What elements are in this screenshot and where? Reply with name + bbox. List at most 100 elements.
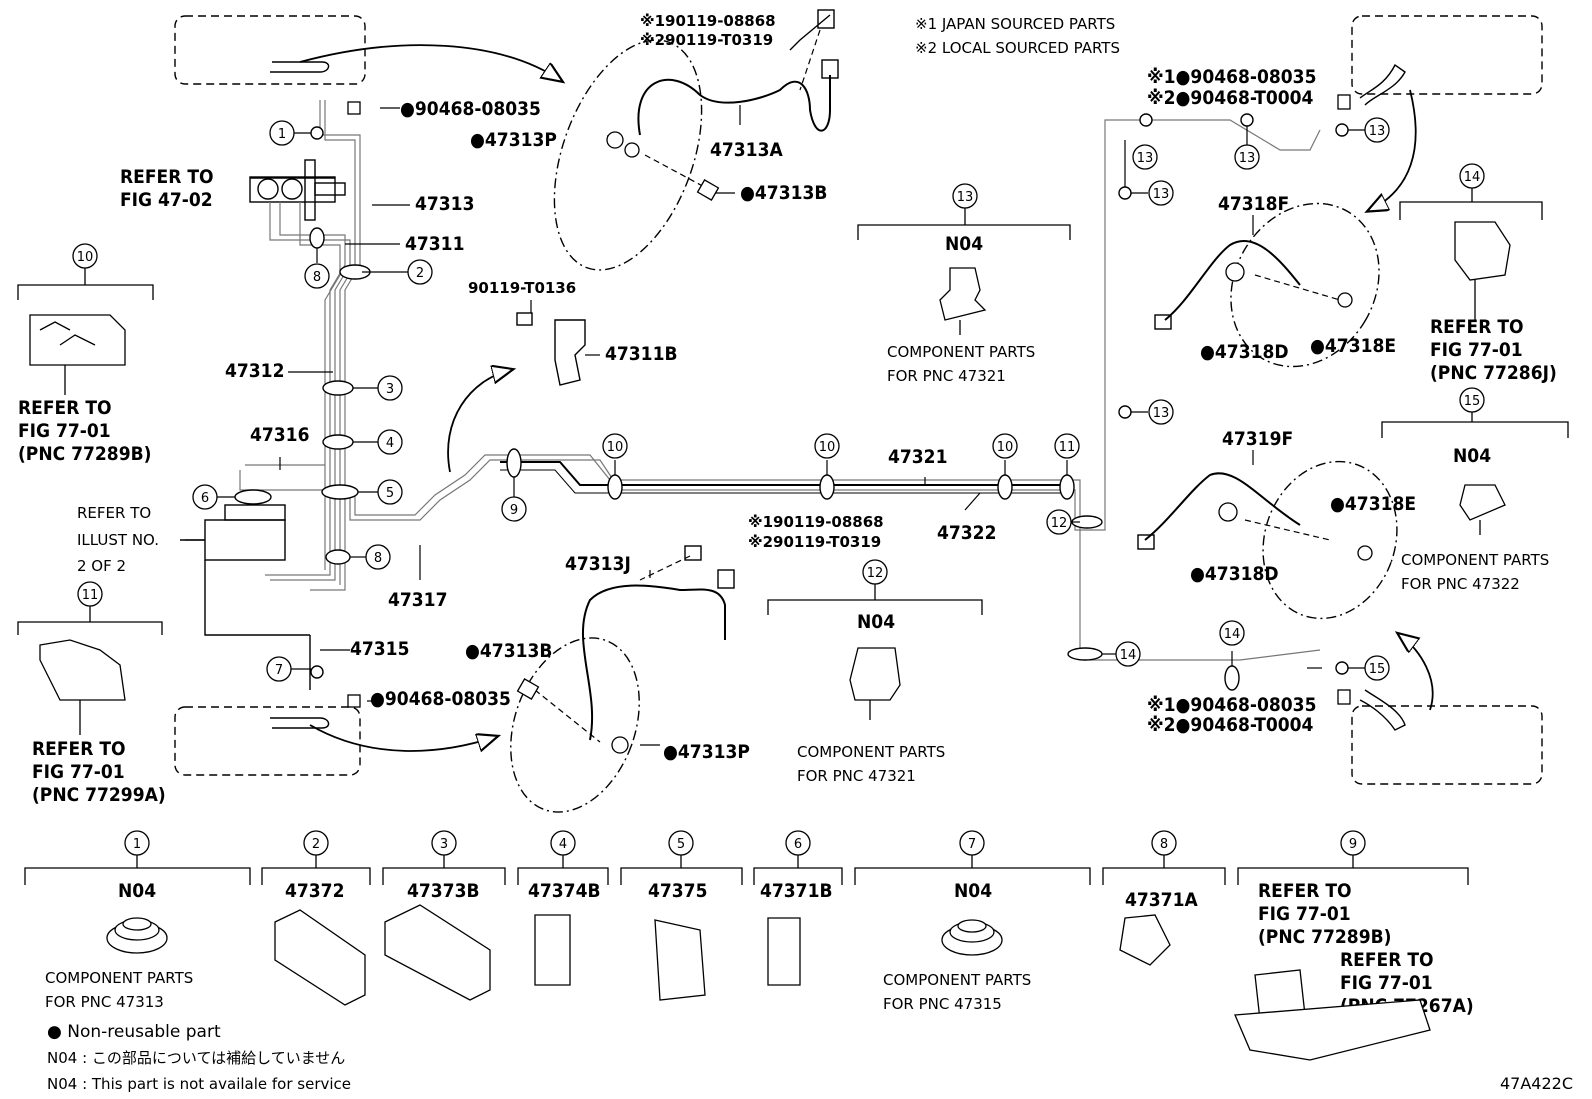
label-47318D-bottom: ●47318D (1190, 563, 1279, 585)
label-47313B-top: ●47313B (740, 182, 827, 204)
box15-code: N04 (1453, 445, 1491, 467)
tank-box-bottom-left (174, 706, 361, 776)
arrow-47311B (447, 370, 510, 473)
callout-2: 2 (416, 266, 424, 281)
callout-13e: 13 (1369, 124, 1386, 139)
box10-r3: (PNC 77289B) (18, 443, 151, 465)
bottom-8-num: 8 (1160, 837, 1168, 852)
tank-box-top-left (174, 15, 366, 85)
label-refer-illust-a: REFER TO (77, 504, 151, 522)
label-s2-90468: ※2●90468-T0004 (1147, 87, 1314, 109)
note-n04-en: N04 : This part is not availale for serv… (47, 1075, 351, 1093)
label-47311: 47311 (405, 233, 464, 255)
label-47313A: 47313A (710, 139, 783, 161)
label-47318F: 47318F (1218, 193, 1289, 215)
box12-code: N04 (857, 611, 895, 633)
callout-13d: 13 (1239, 151, 1256, 166)
box11-num: 11 (82, 588, 99, 603)
callout-10b: 10 (819, 440, 836, 455)
label-47313: 47313 (415, 193, 474, 215)
label-47313J: 47313J (565, 553, 631, 575)
label-47318E-bottom: ●47318E (1330, 493, 1416, 515)
label-refer-fig4702-a: REFER TO (120, 166, 214, 188)
detail-oval-bottom (510, 637, 640, 813)
arrow-right-bottom (1400, 635, 1434, 711)
label-s2-90468-b: ※2●90468-T0004 (1147, 714, 1314, 736)
box11-r3: (PNC 77299A) (32, 784, 166, 806)
note-n04-jp: N04 : この部品については補給していません (47, 1049, 345, 1067)
callout-10a: 10 (607, 440, 624, 455)
callout-14a: 14 (1120, 648, 1137, 663)
callout-13c: 13 (1153, 406, 1170, 421)
label-90468-08035-b: ●90468-08035 (370, 688, 511, 710)
detail-oval-top (553, 39, 703, 271)
box15-num: 15 (1464, 394, 1481, 409)
callout-5: 5 (386, 486, 394, 501)
label-47318D-top: ●47318D (1200, 341, 1289, 363)
callout-8a: 8 (313, 270, 321, 285)
detail-oval-right-top (1230, 202, 1380, 368)
bottom-8-title: 47371A (1125, 889, 1198, 911)
bottom-7-c1: COMPONENT PARTS (883, 971, 1031, 989)
box13-code: N04 (945, 233, 983, 255)
callout-8b: 8 (374, 551, 382, 566)
note-japan: ※1 JAPAN SOURCED PARTS (915, 15, 1115, 33)
bottom-1-num: 1 (133, 837, 141, 852)
bottom-3-num: 3 (440, 837, 448, 852)
box13-num: 13 (957, 190, 974, 205)
bottom-3-title: 47373B (407, 880, 480, 902)
bottom-1-c1: COMPONENT PARTS (45, 969, 193, 987)
label-47321: 47321 (888, 446, 947, 468)
tank-box-top-right (1351, 15, 1543, 95)
box12-c2: FOR PNC 47321 (797, 767, 916, 785)
bottom-6-num: 6 (794, 837, 802, 852)
arrow-top (299, 44, 560, 80)
label-47313P-top: ●47313P (470, 129, 557, 151)
box15-c1: COMPONENT PARTS (1401, 551, 1549, 569)
callout-1: 1 (278, 127, 286, 142)
bottom-4-title: 47374B (528, 880, 601, 902)
bottom-9-num: 9 (1349, 837, 1357, 852)
label-47311B: 47311B (605, 343, 678, 365)
arrow-bottom (309, 724, 495, 751)
box11-r1: REFER TO (32, 738, 126, 760)
callout-13b: 13 (1153, 187, 1170, 202)
bottom-9-s2: FIG 77-01 (1340, 972, 1433, 994)
box14-r2: FIG 77-01 (1430, 339, 1523, 361)
label-47319F: 47319F (1222, 428, 1293, 450)
callout-14b: 14 (1224, 627, 1241, 642)
box15-c2: FOR PNC 47322 (1401, 575, 1520, 593)
label-refer-illust-b: ILLUST NO. (77, 531, 159, 549)
label-47317: 47317 (388, 589, 447, 611)
label-47315: 47315 (350, 638, 409, 660)
label-47322: 47322 (937, 522, 996, 544)
label-47313B-bottom: ●47313B (465, 640, 552, 662)
label-refer-illust-c: 2 OF 2 (77, 557, 126, 575)
box14-r3: (PNC 77286J) (1430, 362, 1557, 384)
label-s1-90468-b: ※1●90468-08035 (1147, 694, 1316, 716)
bottom-6-title: 47371B (760, 880, 833, 902)
box14-num: 14 (1464, 170, 1481, 185)
box12-num: 12 (867, 566, 884, 581)
label-s1-90468: ※1●90468-08035 (1147, 66, 1316, 88)
label-47312: 47312 (225, 360, 284, 382)
label-refer-fig4702-b: FIG 47-02 (120, 189, 213, 211)
label-s1-90119-mid: ※190119-08868 (748, 513, 884, 531)
callout-13a: 13 (1137, 151, 1154, 166)
bottom-5-title: 47375 (648, 880, 707, 902)
bottom-7-c2: FOR PNC 47315 (883, 995, 1002, 1013)
detail-oval-right-bottom (1262, 460, 1398, 620)
tank-box-bottom-right (1351, 705, 1543, 785)
callout-3: 3 (386, 382, 394, 397)
bottom-9-r2: FIG 77-01 (1258, 903, 1351, 925)
label-s2-90119-top: ※290119-T0319 (640, 31, 773, 49)
bottom-7-title: N04 (954, 880, 992, 902)
box12-c1: COMPONENT PARTS (797, 743, 945, 761)
label-90119-T0136: 90119-T0136 (468, 279, 576, 297)
callout-12: 12 (1051, 516, 1068, 531)
label-47318E-top: ●47318E (1310, 335, 1396, 357)
callout-15: 15 (1369, 662, 1386, 677)
bottom-5-num: 5 (677, 837, 685, 852)
box10-num: 10 (77, 250, 94, 265)
